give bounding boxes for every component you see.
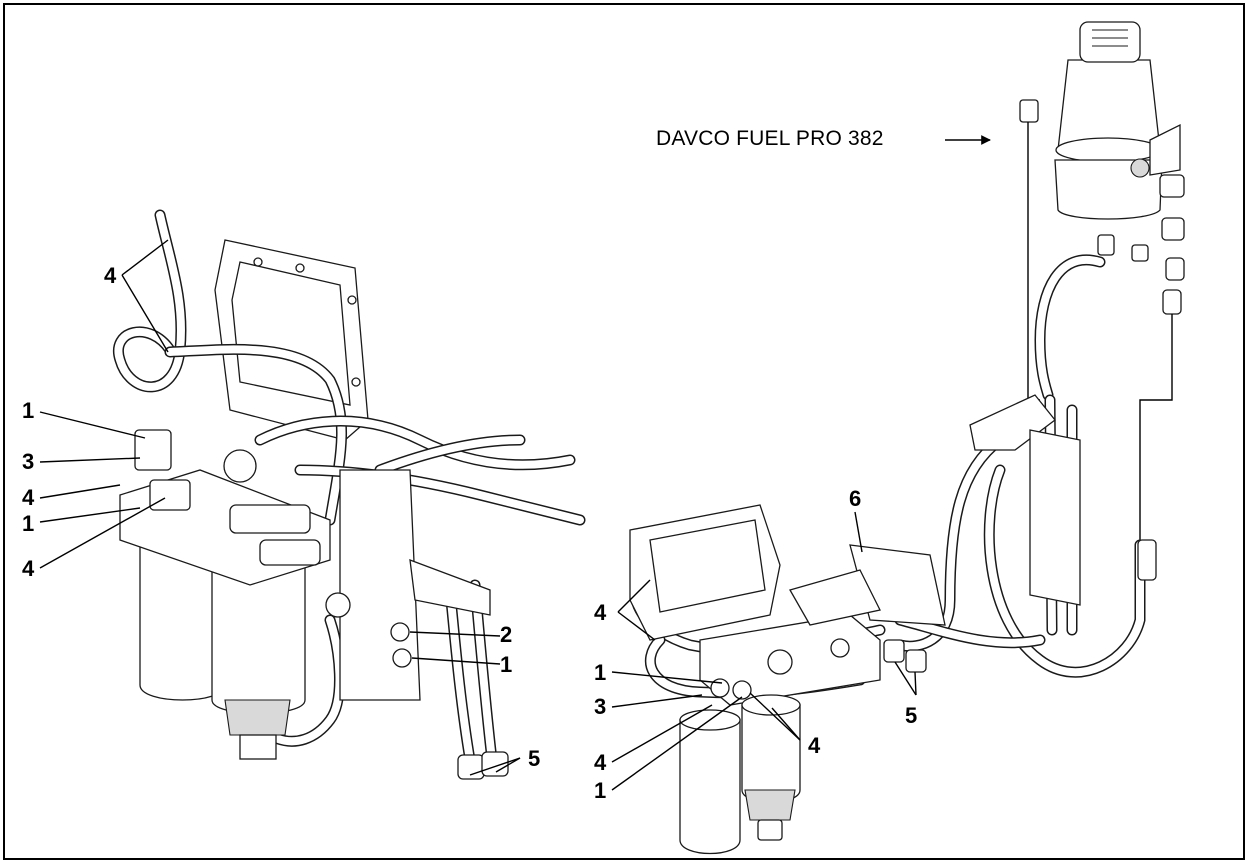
left-callout-5: 5: [528, 746, 541, 771]
left-callout-1-upper: 1: [22, 398, 35, 423]
right-callout-4-manifold: 4: [808, 733, 821, 758]
right-filter-canisters: [679, 694, 801, 855]
left-callout-4-mid: 4: [22, 485, 35, 510]
left-side-bracket: [339, 469, 421, 701]
right-callout-5: 5: [905, 703, 918, 728]
left-leader-lines: [39, 239, 521, 776]
left-callout-4-top: 4: [104, 263, 117, 288]
right-callout-3: 3: [594, 694, 607, 719]
left-assembly: [39, 209, 586, 780]
right-mount-bracket: [629, 504, 781, 641]
left-callout-1-low: 1: [500, 652, 513, 677]
right-callout-4-low: 4: [594, 750, 607, 775]
right-callout-1-low: 1: [594, 778, 607, 803]
left-filter-head: [119, 429, 412, 668]
right-leader-lines: [611, 511, 917, 791]
right-callout-1-upper: 1: [594, 660, 607, 685]
right-inline-fitting: [1137, 539, 1157, 581]
right-callout-4-upper: 4: [594, 600, 607, 625]
left-callout-1-mid: 1: [22, 511, 35, 536]
right-elbow-fitting: [905, 649, 927, 673]
left-elbow-fitting: [481, 751, 509, 777]
left-callout-4-low: 4: [22, 556, 35, 581]
davco-fuel-pro-label: DAVCO FUEL PRO 382: [656, 127, 884, 150]
left-callout-3: 3: [22, 449, 35, 474]
right-callout-6: 6: [849, 486, 862, 511]
right-assembly: [611, 21, 1185, 855]
left-elbow-fitting: [457, 754, 485, 780]
davco-fuel-pro-unit: [1019, 21, 1185, 315]
right-vertical-bracket: [1029, 429, 1081, 606]
left-callout-2: 2: [500, 622, 513, 647]
right-elbow-fitting: [883, 639, 905, 663]
